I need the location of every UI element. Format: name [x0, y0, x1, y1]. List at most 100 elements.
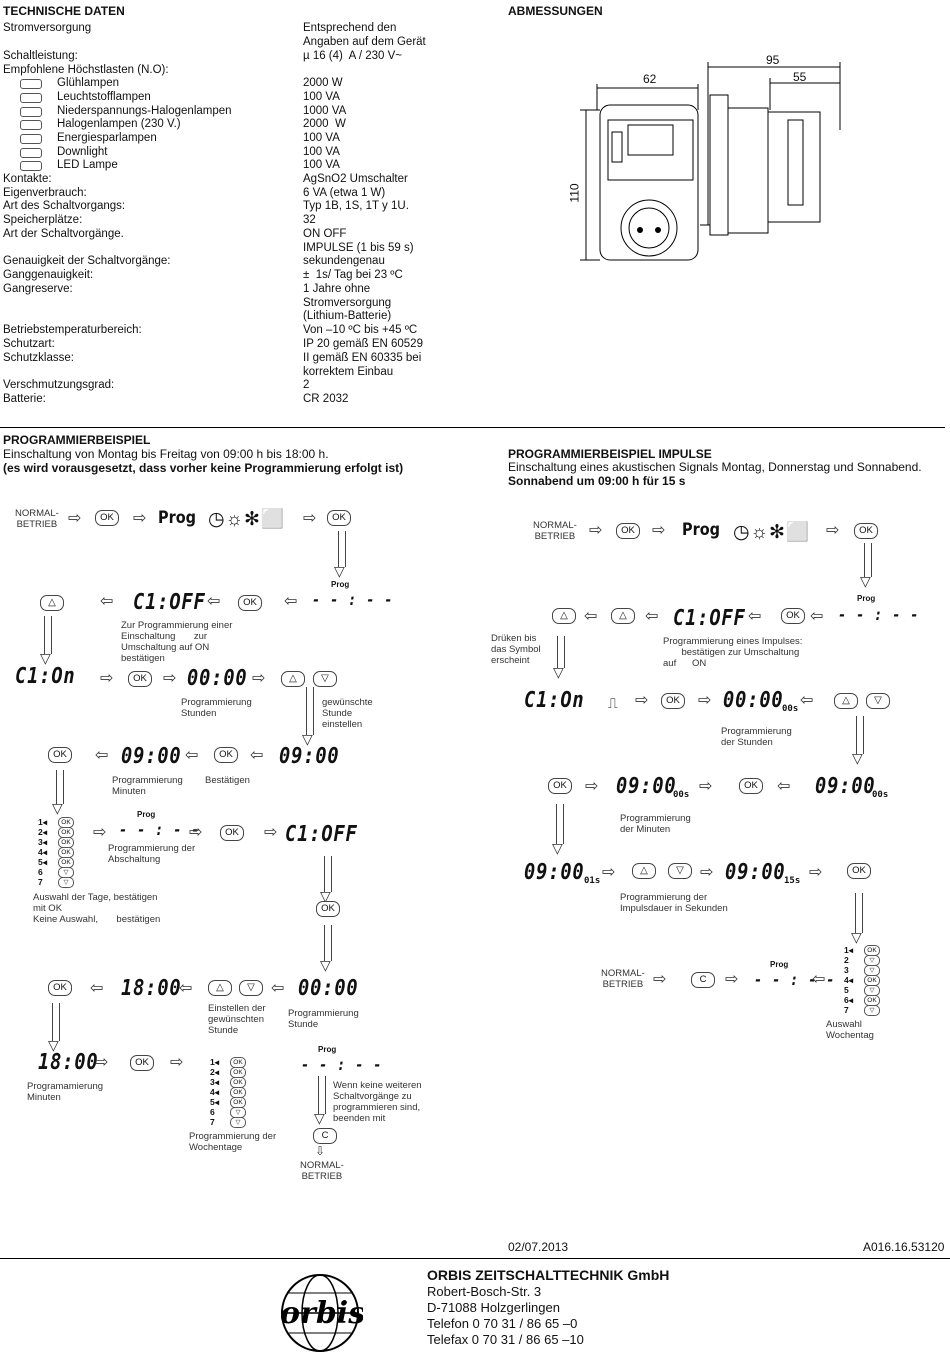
dim-110: 110 — [567, 183, 582, 203]
lcd-seconds: 00s — [872, 790, 889, 800]
arrow-down-icon — [52, 1003, 60, 1041]
ok-button[interactable]: OK — [95, 510, 119, 526]
arrow-down-icon — [324, 856, 332, 892]
arrow-left-icon: ⇦ — [100, 593, 114, 610]
day-ok-button[interactable]: ▽ — [230, 1117, 246, 1128]
down-button[interactable]: ▽ — [866, 693, 890, 709]
arrow-down-icon — [556, 804, 564, 844]
c-button[interactable]: C — [313, 1128, 337, 1144]
ok-button[interactable]: OK — [48, 980, 72, 996]
arrow-left-icon: ⇦ — [645, 608, 659, 625]
ok-button[interactable]: OK — [130, 1055, 154, 1071]
tech-label: LED Lampe — [57, 159, 118, 171]
tech-value: 32 — [303, 214, 316, 226]
divider-bottom — [0, 1258, 950, 1259]
arrow-right-icon: ⇨ — [652, 522, 666, 539]
ok-button[interactable]: OK — [316, 901, 340, 917]
prog-indicator: Prog — [770, 960, 789, 969]
tech-value: sekundengenau — [303, 255, 385, 267]
svg-text:orbis: orbis — [280, 1296, 363, 1331]
arrow-right-icon: ⇨ — [303, 510, 317, 527]
day-label: 7 — [844, 1005, 849, 1015]
ok-button[interactable]: OK — [739, 778, 763, 794]
ok-button[interactable]: OK — [128, 671, 152, 687]
down-button[interactable]: ▽ — [313, 671, 337, 687]
ok-button[interactable]: OK — [327, 510, 351, 526]
arrow-left-icon: ⇦ — [271, 980, 285, 997]
c-button[interactable]: C — [691, 972, 715, 988]
footer-date: 02/07.2013 — [508, 1240, 569, 1254]
ok-button[interactable]: OK — [548, 778, 572, 794]
arrow-right-icon: ⇨ — [699, 778, 713, 795]
lcd-seconds: 01s — [584, 876, 601, 886]
arrow-down-tip: ▽ — [40, 650, 51, 666]
up-button[interactable]: △ — [632, 863, 656, 879]
ok-button[interactable]: OK — [238, 595, 262, 611]
day-label: 3◂ — [38, 837, 47, 847]
lcd-display: - - : - - — [312, 590, 394, 609]
left-heading: PROGRAMMIERBEISPIEL — [3, 433, 151, 447]
up-button[interactable]: △ — [552, 608, 576, 624]
tech-label: Art des Schaltvorgangs: — [3, 200, 126, 212]
arrow-left-icon: ⇦ — [584, 608, 598, 625]
footer-street: Robert-Bosch-Str. 3 — [427, 1284, 542, 1299]
right-line2: Sonnabend um 09:00 h für 15 s — [508, 474, 686, 488]
arrow-right-icon: ⇨ — [133, 510, 147, 527]
arrow-right-icon: ⇨ — [95, 1054, 109, 1071]
ok-button[interactable]: OK — [854, 523, 878, 539]
tech-value: ± 1s/ Tag bei 23 ºC — [303, 269, 403, 281]
led-icon — [20, 161, 42, 171]
tech-label: Verschmutzungsgrad: — [3, 379, 115, 391]
tech-value: IP 20 gemäß EN 60529 — [303, 338, 423, 350]
down-button[interactable]: ▽ — [668, 863, 692, 879]
footer-company: ORBIS ZEITSCHALTTECHNIK GmbH — [427, 1267, 670, 1283]
ok-button[interactable]: OK — [214, 747, 238, 763]
up-button[interactable]: △ — [281, 671, 305, 687]
caption: Programmierung eines Impulses: bestätige… — [663, 636, 803, 669]
down-button[interactable]: ▽ — [239, 980, 263, 996]
up-button[interactable]: △ — [40, 595, 64, 611]
downlight-icon — [20, 148, 42, 158]
day-ok-button[interactable]: ▽ — [58, 877, 74, 888]
prog-indicator: Prog — [331, 580, 350, 589]
lcd-display: - - : - - — [838, 605, 920, 624]
tech-value: 100 VA — [303, 91, 340, 103]
lcd-display: 09:00 — [524, 860, 585, 885]
arrow-left-icon: ⇦ — [800, 692, 814, 709]
caption: Programamierung Minuten — [27, 1081, 104, 1103]
lcd-display: - - : - - — [119, 820, 201, 839]
ok-button[interactable]: OK — [661, 693, 685, 709]
tech-label: Niederspannungs-Halogenlampen — [57, 105, 232, 117]
arrow-right-icon: ⇨ — [725, 971, 739, 988]
lcd-display: C1:OFF — [285, 822, 358, 847]
footer-city: D-71088 Holzgerlingen — [427, 1300, 560, 1315]
tech-value: 100 VA — [303, 132, 340, 144]
up-button[interactable]: △ — [834, 693, 858, 709]
ok-button[interactable]: OK — [48, 747, 72, 763]
dims-heading: ABMESSUNGEN — [508, 4, 603, 18]
ok-button[interactable]: OK — [220, 825, 244, 841]
halogen-lv-icon — [20, 107, 42, 117]
energy-saver-icon — [20, 134, 42, 144]
arrow-down-tip: ▽ — [851, 929, 862, 945]
day-label: 5◂ — [38, 857, 47, 867]
arrow-down-tip: ▽ — [334, 563, 345, 579]
caption: Auswahl Wochentag — [826, 1019, 874, 1041]
ok-button[interactable]: OK — [847, 863, 871, 879]
tube-icon — [20, 93, 42, 103]
ok-button[interactable]: OK — [781, 608, 805, 624]
day-ok-button[interactable]: ▽ — [864, 1005, 880, 1016]
tech-value: II gemäß EN 60335 bei korrektem Einbau — [303, 352, 422, 378]
ok-button[interactable]: OK — [616, 523, 640, 539]
arrow-right-icon: ⇨ — [163, 670, 177, 687]
arrow-right-icon: ⇨ — [252, 670, 266, 687]
day-label: 4◂ — [844, 975, 853, 985]
lcd-seconds: 00s — [782, 704, 799, 714]
tech-label: Genauigkeit der Schaltvorgänge: — [3, 255, 171, 267]
up-button[interactable]: △ — [208, 980, 232, 996]
dim-55: 55 — [793, 70, 807, 84]
arrow-down-icon — [855, 893, 863, 933]
up-button[interactable]: △ — [611, 608, 635, 624]
impulse-icon: ⎍ — [608, 695, 618, 711]
arrow-down-tip: ▽ — [320, 957, 331, 973]
